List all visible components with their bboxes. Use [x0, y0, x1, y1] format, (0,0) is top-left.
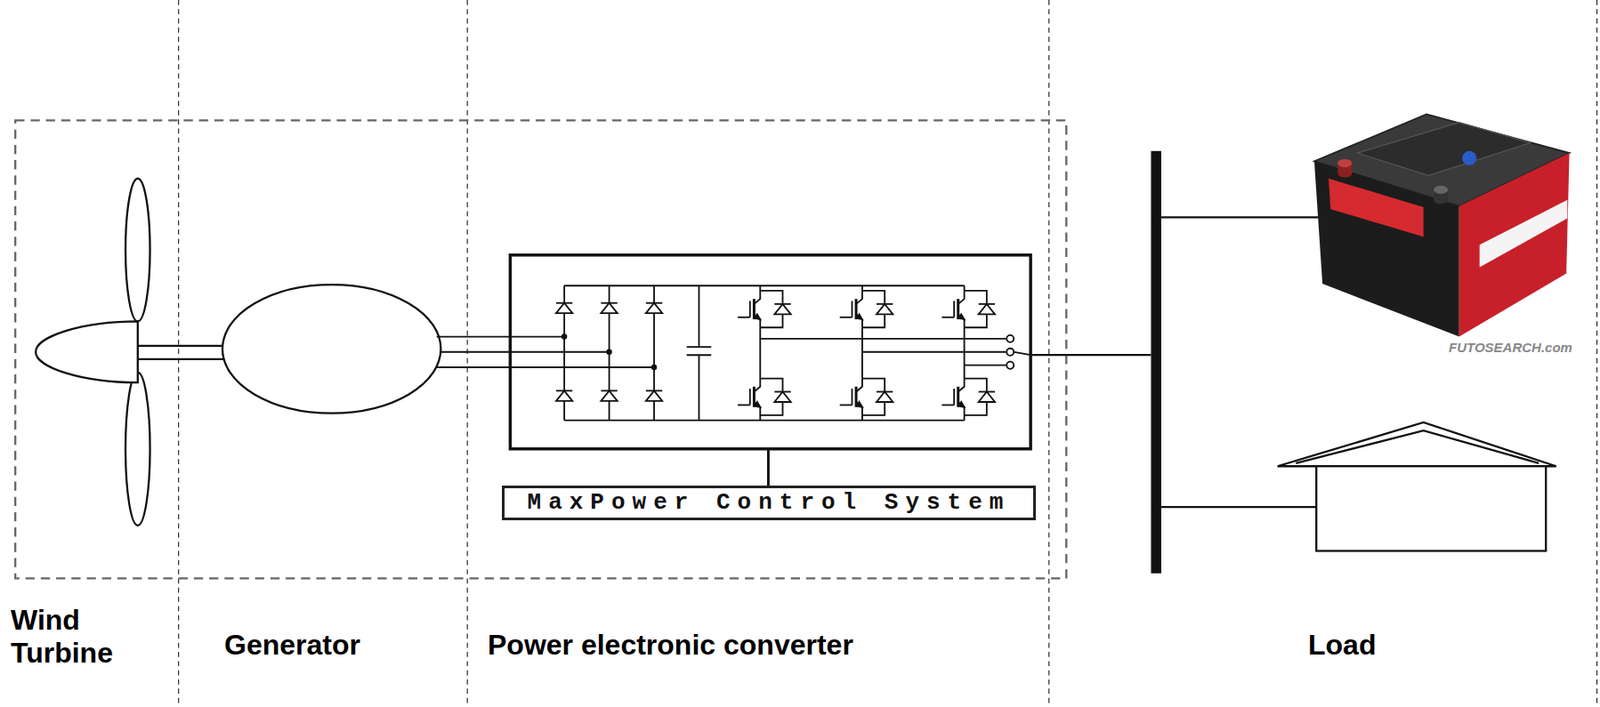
turbine-blade: [125, 178, 151, 323]
house-roof-line: [1295, 430, 1539, 464]
battery-stripe: [1479, 200, 1568, 268]
phase-wire: [440, 351, 609, 354]
converter-box: [509, 255, 1031, 450]
battery-side: [1459, 153, 1570, 337]
junction-dot: [606, 349, 612, 355]
battery-front: [1314, 161, 1460, 337]
dc-rail: [564, 420, 965, 422]
output-terminal: [1006, 335, 1014, 343]
control-box: MaxPower Control System: [501, 485, 1036, 521]
separator-line: [467, 0, 469, 707]
control-link: [767, 449, 770, 486]
battery-indicator: [1462, 151, 1477, 166]
section-label: Generator: [224, 629, 361, 663]
battery-cover: [1357, 122, 1531, 177]
output-line: [1030, 354, 1151, 356]
box-title: MaxPower Control System: [527, 490, 1011, 517]
inverter-leg: [861, 285, 864, 421]
dc-rail: [564, 284, 965, 287]
column-separator: [178, 0, 1598, 707]
output-terminal: [1006, 348, 1014, 356]
battery-picture: [1314, 113, 1570, 337]
inverter-leg: [759, 285, 761, 421]
battery-label: [1328, 178, 1424, 237]
battery-terminal: [1433, 185, 1448, 194]
capacitor-symbol: [686, 285, 712, 421]
phase-wire: [436, 336, 565, 339]
turbine-blade: [125, 372, 151, 526]
load-line: [1161, 506, 1317, 509]
converter-circuit: [556, 285, 1031, 421]
section-label: Power electronic converter: [487, 629, 854, 663]
output-wire: [862, 351, 1007, 354]
section-label: Load: [1308, 629, 1376, 663]
junction-dot: [652, 365, 657, 371]
separator-line: [1596, 0, 1598, 707]
wind-turbine: [35, 178, 227, 526]
system-boundary: [15, 120, 1067, 579]
junction-dot: [562, 334, 567, 340]
section-label: Wind Turbine: [10, 604, 167, 671]
house-roof: [1277, 422, 1557, 467]
shaft-line: [137, 345, 227, 348]
output-wire: [759, 338, 1006, 340]
inverter-leg: [963, 285, 966, 421]
output-wire: [964, 364, 1007, 367]
separator-line: [1048, 0, 1050, 707]
watermark: FUTOSEARCH.com: [1448, 339, 1573, 356]
house-picture: [1277, 422, 1557, 552]
bus-bar: [1150, 151, 1161, 574]
battery-terminal: [1337, 159, 1352, 168]
phase-wire: [436, 366, 655, 369]
load-line: [1161, 216, 1322, 219]
output-wire: [1014, 352, 1031, 356]
shaft-line: [137, 358, 227, 361]
separator-line: [177, 0, 179, 707]
house-wall: [1316, 466, 1546, 551]
generator-symbol: [222, 284, 441, 414]
output-terminal: [1006, 362, 1014, 370]
phase-wires: [436, 337, 655, 368]
turbine-hub: [35, 321, 138, 383]
